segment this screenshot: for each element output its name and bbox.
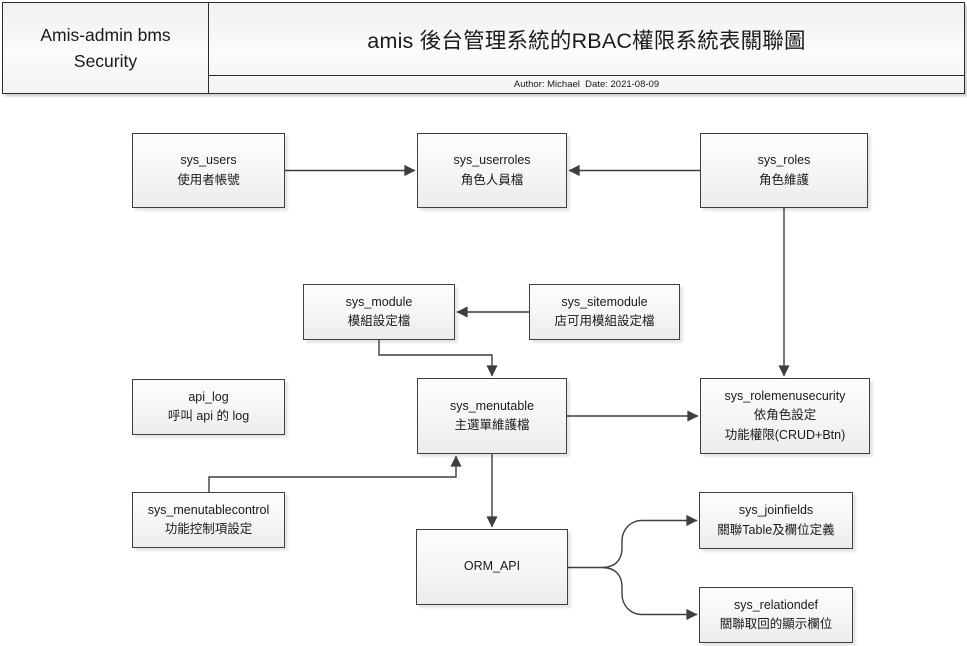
node-sys_joinfields[interactable]: sys_joinfields 關聯Table及欄位定義	[699, 492, 853, 549]
edge-sys_module-to-sys_menutable	[378, 340, 498, 377]
table-desc: 呼叫 api 的 log	[167, 409, 250, 423]
table-desc: 功能控制項設定	[164, 522, 253, 536]
table-desc: 角色維護	[758, 172, 809, 187]
node-sys_menutablecontrol[interactable]: sys_menutablecontrol 功能控制項設定	[132, 492, 285, 548]
node-sys_relationdef[interactable]: sys_relationdef 關聯取回的顯示欄位	[699, 587, 853, 643]
node-sys_users[interactable]: sys_users 使用者帳號	[132, 133, 285, 208]
node-api_log[interactable]: api_log 呼叫 api 的 log	[132, 379, 285, 435]
node-sys_rolemenusecurity[interactable]: sys_rolemenusecurity 依角色設定功能權限(CRUD+Btn)	[700, 378, 870, 454]
table-name: sys_joinfields	[738, 503, 814, 518]
table-name: sys_users	[180, 153, 237, 168]
diagram-title-cell: amis 後台管理系統的RBAC權限系統表關聯圖	[209, 3, 964, 76]
node-sys_roles[interactable]: sys_roles 角色維護	[700, 133, 868, 208]
table-name: sys_userroles	[453, 153, 531, 168]
node-sys_sitemodule[interactable]: sys_sitemodule 店可用模組設定檔	[529, 284, 680, 340]
table-name: sys_menutable	[449, 398, 535, 413]
table-desc: 依角色設定	[753, 408, 817, 423]
diagram-title: amis 後台管理系統的RBAC權限系統表關聯圖	[367, 28, 806, 53]
node-sys_menutable[interactable]: sys_menutable 主選單維護檔	[417, 378, 567, 454]
table-desc: 主選單維護檔	[454, 418, 530, 432]
author-date: Author: Michael Date: 2021-08-09	[513, 79, 660, 90]
table-name: api_log	[188, 389, 229, 404]
table-desc: 使用者帳號	[177, 172, 240, 187]
edge-sys_menutablecontrol-to-sys_menutable	[208, 455, 462, 492]
table-name: ORM_API	[463, 559, 521, 574]
table-name: sys_module	[345, 294, 413, 309]
table-desc: 角色人員檔	[460, 172, 524, 187]
table-desc: 功能權限(CRUD+Btn)	[724, 427, 846, 442]
edge-ORM_API-to-sys_relationdef	[601, 566, 698, 621]
author-date-cell: Author: Michael Date: 2021-08-09	[209, 76, 964, 93]
node-ORM_API[interactable]: ORM_API	[416, 529, 568, 605]
table-desc: 關聯Table及欄位定義	[717, 522, 835, 537]
title-block-right: amis 後台管理系統的RBAC權限系統表關聯圖 Author: Michael…	[209, 3, 964, 93]
title-block: Amis-admin bms Security amis 後台管理系統的RBAC…	[2, 2, 965, 94]
table-name: sys_relationdef	[733, 597, 819, 612]
table-name: sys_menutablecontrol	[147, 502, 270, 517]
table-desc: 關聯取回的顯示欄位	[719, 617, 833, 631]
table-name: sys_rolemenusecurity	[724, 388, 846, 403]
table-name: sys_roles	[757, 153, 811, 168]
node-sys_userroles[interactable]: sys_userroles 角色人員檔	[417, 133, 567, 208]
project-title: Amis-admin bms Security	[40, 24, 171, 71]
node-sys_module[interactable]: sys_module 模組設定檔	[303, 284, 455, 340]
table-desc: 店可用模組設定檔	[554, 314, 655, 328]
edge-ORM_API-to-sys_joinfields	[601, 514, 698, 569]
project-title-cell: Amis-admin bms Security	[3, 3, 209, 93]
table-desc: 模組設定檔	[347, 314, 411, 328]
table-name: sys_sitemodule	[561, 294, 648, 309]
